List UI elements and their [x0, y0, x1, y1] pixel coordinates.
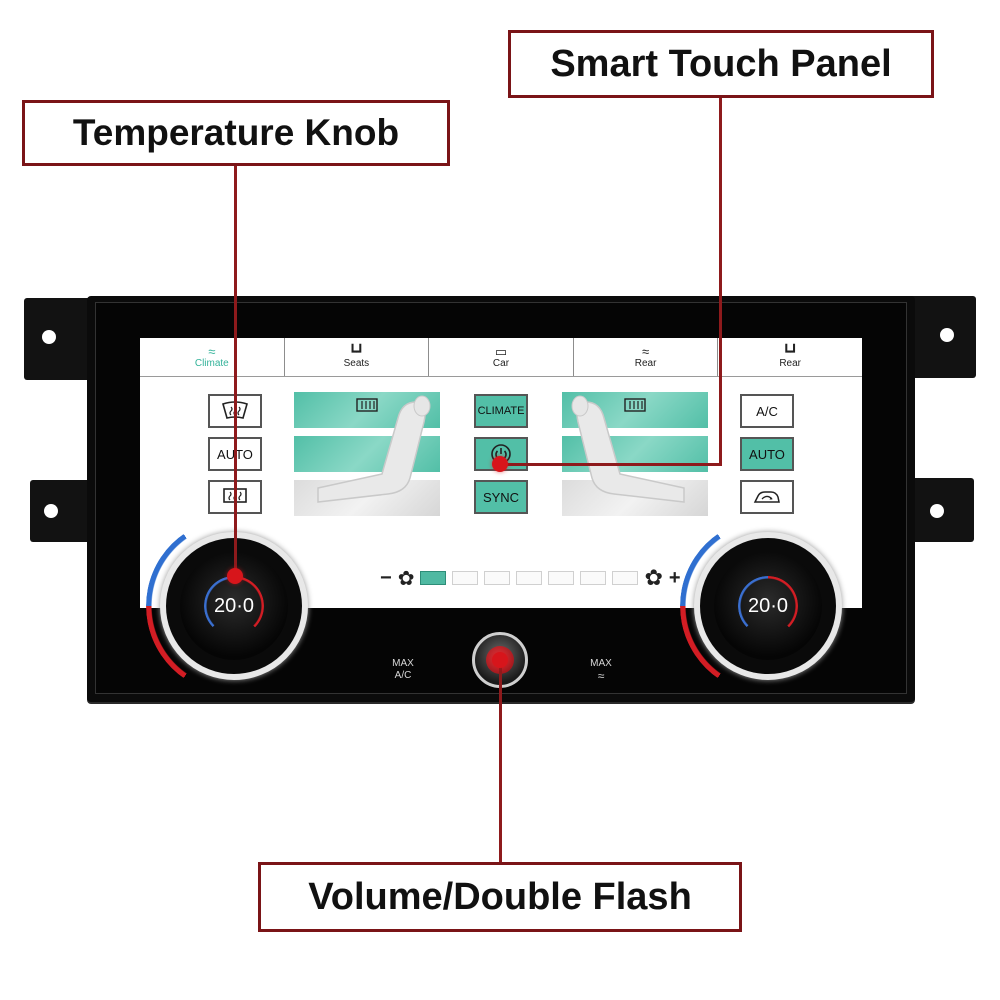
climate-button[interactable]: CLIMATE — [474, 394, 528, 428]
fan-segments — [420, 571, 639, 585]
fan-low-icon: ✿ — [397, 567, 415, 590]
tab-label: Seats — [343, 358, 370, 369]
smart-touch-panel-callout: Smart Touch Panel — [508, 30, 934, 98]
tab-climate[interactable]: ≈ Climate — [140, 338, 285, 376]
right-knob-dial-ring — [738, 576, 798, 636]
recirculation-button[interactable] — [740, 480, 794, 514]
temperature-knob-callout: Temperature Knob — [22, 100, 450, 166]
rear-seats-icon: ┗┛ — [782, 344, 798, 359]
tab-car[interactable]: ▭ Car — [429, 338, 574, 376]
left-bracket-top — [24, 298, 94, 380]
mount-hole — [42, 330, 56, 344]
smart-touch-leader-vertical — [719, 98, 722, 466]
tab-label: Rear — [779, 358, 802, 369]
fan-segment[interactable] — [516, 571, 543, 585]
volume-knob-leader — [499, 660, 502, 862]
tab-bar: ≈ Climate ┗┛ Seats ▭ Car ≈ Rear ┗┛ Rear — [140, 338, 862, 377]
passenger-seat-graphic — [562, 392, 708, 516]
temperature-knob-label: Temperature Knob — [72, 112, 400, 153]
fan-segment[interactable] — [420, 571, 447, 585]
volume-double-flash-callout: Volume/Double Flash — [258, 862, 742, 932]
defrost-icon: ≈ — [597, 669, 605, 683]
left-temperature-readout: 20·0 — [213, 594, 255, 617]
right-auto-button[interactable]: AUTO — [740, 437, 794, 471]
fan-high-icon: ✿ — [644, 565, 663, 590]
max-ac-bottom-label: A/C — [394, 670, 412, 681]
tab-rear-seats[interactable]: ┗┛ Rear — [718, 338, 862, 376]
mount-hole — [44, 504, 58, 518]
sync-button[interactable]: SYNC — [474, 480, 528, 514]
driver-seat-graphic — [294, 392, 440, 516]
smart-touch-panel-label: Smart Touch Panel — [550, 42, 892, 85]
climate-icon: ≈ — [208, 344, 216, 359]
fan-segment[interactable] — [580, 571, 607, 585]
rear-climate-icon: ≈ — [642, 344, 650, 359]
tab-rear-climate[interactable]: ≈ Rear — [574, 338, 719, 376]
fan-plus-button[interactable]: + — [668, 566, 681, 589]
seat-heat-icon — [356, 398, 378, 412]
mount-hole — [930, 504, 944, 518]
mount-hole — [940, 328, 954, 342]
right-auto-label: AUTO — [749, 446, 785, 462]
tab-seats[interactable]: ┗┛ Seats — [285, 338, 430, 376]
climate-label: CLIMATE — [477, 405, 525, 417]
air-recirculation-icon — [753, 491, 780, 503]
fan-speed-bar[interactable]: − ✿ ✿ + — [380, 565, 681, 590]
tab-label: Rear — [634, 358, 657, 369]
right-temperature-readout: 20·0 — [747, 594, 789, 617]
left-knob-dial-ring — [204, 576, 264, 636]
fan-segment[interactable] — [548, 571, 575, 585]
max-ac-top-label: MAX — [392, 658, 414, 669]
volume-knob-marker-dot — [492, 652, 508, 668]
fan-segment[interactable] — [452, 571, 479, 585]
fan-minus-button[interactable]: − — [380, 566, 392, 589]
tab-label: Climate — [194, 358, 229, 369]
max-ac-button[interactable]: MAX A/C — [378, 658, 428, 682]
fan-segment[interactable] — [484, 571, 511, 585]
volume-double-flash-label: Volume/Double Flash — [308, 875, 692, 918]
temperature-knob-marker-dot — [227, 568, 243, 584]
sync-label: SYNC — [482, 489, 520, 505]
smart-touch-leader-horizontal — [500, 463, 722, 466]
temperature-knob-leader — [234, 166, 237, 576]
car-icon: ▭ — [494, 344, 508, 359]
smart-touch-marker-dot — [492, 456, 508, 472]
ac-label: A/C — [756, 403, 778, 419]
tab-label: Car — [492, 358, 510, 369]
ac-button[interactable]: A/C — [740, 394, 794, 428]
left-bracket-bottom — [30, 480, 94, 542]
max-defrost-button[interactable]: MAX ≈ — [576, 658, 626, 682]
max-defrost-top-label: MAX — [590, 658, 612, 669]
fan-segment[interactable] — [612, 571, 639, 585]
seat-heat-icon — [624, 398, 646, 412]
seats-icon: ┗┛ — [348, 344, 365, 359]
